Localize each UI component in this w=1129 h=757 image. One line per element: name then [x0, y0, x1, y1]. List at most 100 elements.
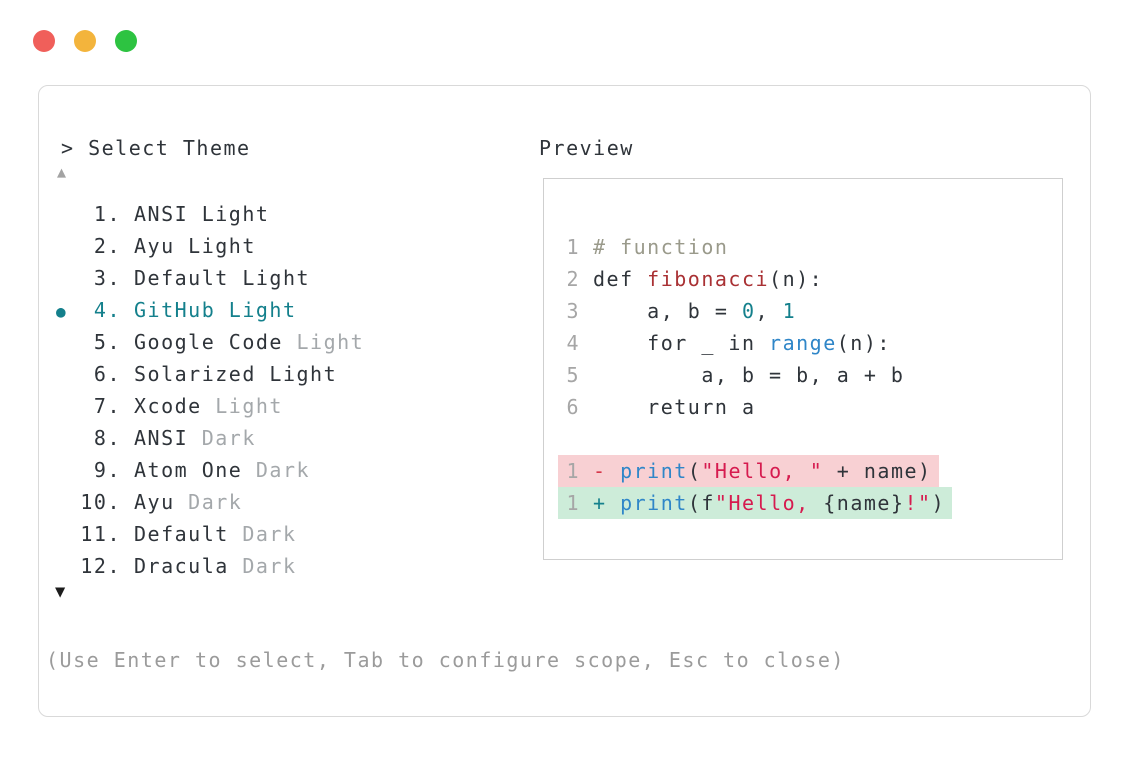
theme-item-label: Google Code Light: [134, 330, 365, 354]
theme-item-number: 1.: [93, 202, 121, 226]
token-comment: # function: [593, 235, 729, 259]
prompt-icon: >: [61, 136, 75, 160]
theme-item-ayu-light[interactable]: 2. Ayu Light: [39, 230, 519, 262]
theme-item-number: 4.: [93, 298, 121, 322]
theme-item-variant: Dark: [201, 426, 256, 450]
theme-item-number: 3.: [93, 266, 121, 290]
line-number: 3: [566, 299, 580, 323]
minimize-button[interactable]: [74, 30, 96, 52]
token-plain: a, b = b, a + b: [593, 363, 905, 387]
theme-item-label: Ayu Light: [134, 234, 256, 258]
theme-item-ansi-dark[interactable]: 8. ANSI Dark: [39, 422, 519, 454]
theme-item-label: Ayu Dark: [134, 490, 243, 514]
theme-item-github-light[interactable]: ● 4. GitHub Light: [39, 294, 519, 326]
bullet-spacer: [39, 520, 73, 552]
token-plain: + name): [823, 459, 932, 483]
token-plain: (n):: [769, 267, 824, 291]
line-content: 4 for _ in range(n):: [558, 327, 898, 359]
token-plain: ,: [755, 299, 783, 323]
token-plain: return a: [593, 395, 756, 419]
theme-item-number: 2.: [93, 234, 121, 258]
theme-item-variant: Light: [215, 394, 283, 418]
code-line: 4 for _ in range(n):: [558, 327, 1050, 359]
theme-item-variant: Dark: [188, 490, 243, 514]
theme-item-variant: Dark: [255, 458, 311, 482]
code-line: 6 return a: [558, 391, 1050, 423]
bullet-spacer: [39, 360, 73, 392]
token-builtin: print: [620, 491, 688, 515]
token-builtin: print: [620, 459, 688, 483]
select-theme-header: > Select Theme: [61, 132, 251, 164]
preview-label: Preview: [539, 136, 634, 160]
line-number: 1: [566, 235, 580, 259]
theme-item-number: 9.: [93, 458, 121, 482]
line-content: 1+ print(f"Hello, {name}!"): [558, 487, 953, 519]
bullet-spacer: [39, 328, 73, 360]
theme-item-ayu-dark[interactable]: 10.Ayu Dark: [39, 486, 519, 518]
line-content: 6 return a: [558, 391, 763, 423]
line-number: 6: [566, 395, 580, 419]
theme-item-label: ANSI Light: [134, 202, 270, 226]
token-num: 0: [741, 299, 756, 323]
bullet-spacer: [39, 392, 73, 424]
theme-item-ansi-light[interactable]: 1. ANSI Light: [39, 198, 519, 230]
token-plain: for _ in: [593, 331, 770, 355]
scroll-up-indicator[interactable]: ▲: [57, 163, 67, 181]
token-plain: (f: [687, 491, 715, 515]
token-plain: a, b =: [593, 299, 742, 323]
token-builtin: range: [769, 331, 837, 355]
token-plain: (n):: [836, 331, 891, 355]
theme-item-label: Default Dark: [134, 522, 297, 546]
theme-item-number: 7.: [93, 394, 121, 418]
theme-item-number: 11.: [80, 522, 121, 546]
theme-item-number: 8.: [93, 426, 121, 450]
line-number: 2: [566, 267, 580, 291]
theme-item-label: Atom One Dark: [134, 458, 311, 482]
scroll-down-indicator[interactable]: ▼: [55, 582, 66, 602]
token-del: -: [593, 459, 621, 483]
token-plain: {name}: [823, 491, 905, 515]
token-num: 1: [782, 299, 797, 323]
theme-list: 1. ANSI Light 2. Ayu Light 3.Default Light…: [39, 198, 519, 582]
bullet-spacer: [39, 552, 73, 584]
diff-line-added: 1+ print(f"Hello, {name}!"): [558, 487, 1050, 519]
line-number: 5: [566, 363, 580, 387]
keyboard-hints: (Use Enter to select, Tab to configure s…: [46, 648, 845, 672]
theme-item-label: GitHub Light: [134, 298, 297, 322]
theme-item-number: 6.: [93, 362, 121, 386]
token-str: "Hello,: [714, 491, 824, 515]
line-content: 1- print("Hello, " + name): [558, 455, 939, 487]
zoom-button[interactable]: [115, 30, 137, 52]
bullet-spacer: [39, 264, 73, 296]
theme-item-default-light[interactable]: 3.Default Light: [39, 262, 519, 294]
theme-item-number: 5.: [93, 330, 121, 354]
line-number: 1: [566, 491, 580, 515]
theme-item-number: 12.: [80, 554, 121, 578]
theme-item-xcode-light[interactable]: 7. Xcode Light: [39, 390, 519, 422]
theme-item-variant: Light: [296, 330, 365, 354]
theme-item-default-dark[interactable]: 11. Default Dark: [39, 518, 519, 550]
theme-item-variant: Dark: [242, 522, 297, 546]
line-number: 4: [566, 331, 580, 355]
code-line: 5 a, b = b, a + b: [558, 359, 1050, 391]
code-line: 1 # function: [558, 231, 1050, 263]
theme-item-solarized-light[interactable]: 6.Solarized Light: [39, 358, 519, 390]
theme-item-dracula-dark[interactable]: 12.Dracula Dark: [39, 550, 519, 582]
token-plain: (: [687, 459, 702, 483]
bullet-spacer: [39, 488, 73, 520]
token-plain: ): [931, 491, 946, 515]
code-line: [558, 423, 1050, 455]
theme-item-google-code-light[interactable]: 5. Google Code Light: [39, 326, 519, 358]
close-button[interactable]: [33, 30, 55, 52]
selected-bullet-icon: ●: [56, 302, 68, 321]
bullet-spacer: [39, 232, 73, 264]
theme-item-label: ANSI Dark: [134, 426, 256, 450]
bullet-spacer: [39, 456, 73, 488]
token-str: "Hello, ": [701, 459, 824, 483]
theme-item-label: Xcode Light: [134, 394, 283, 418]
theme-item-atom-one-dark[interactable]: 9. Atom One Dark: [39, 454, 519, 486]
